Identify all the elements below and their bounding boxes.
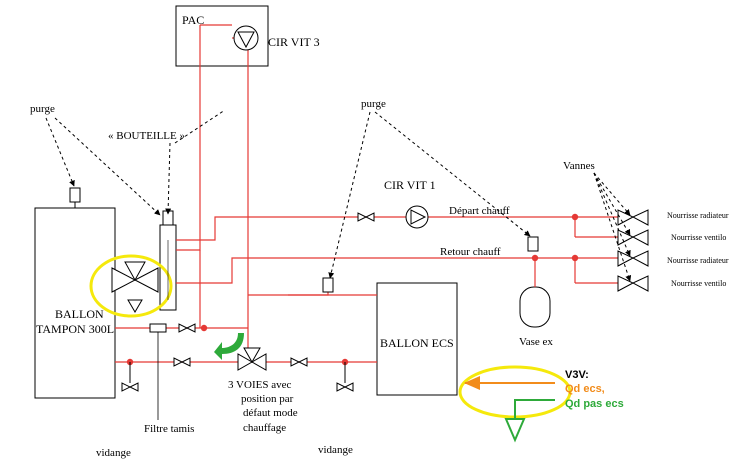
expansion-vessel xyxy=(519,286,551,328)
v3v-qd-ecs: Qd ecs, xyxy=(565,383,605,395)
ballon-ecs-tank xyxy=(376,282,458,396)
label-ballon-ecs: BALLON ECS xyxy=(380,336,454,350)
label-nourrisse-radiateur-2: Nourrisse radiateur xyxy=(667,256,729,265)
label-3-voies-2: position par xyxy=(241,393,294,405)
label-vidange-right: vidange xyxy=(318,444,353,456)
green-curved-arrow xyxy=(214,333,244,360)
label-purge-left: purge xyxy=(30,103,55,115)
highlight-circle-bottle xyxy=(89,254,173,318)
label-vidange-left: vidange xyxy=(96,447,131,459)
label-nourrisse-ventilo-1: Nourrisse ventilo xyxy=(671,233,726,242)
label-3-voies-4: chauffage xyxy=(243,422,286,434)
label-bouteille: « BOUTEILLE » xyxy=(108,130,185,142)
pump-cir-vit-3 xyxy=(233,25,259,51)
label-filtre-tamis: Filtre tamis xyxy=(144,423,194,435)
purge-pots xyxy=(69,187,539,293)
ballon-tampon-tank xyxy=(34,207,116,399)
label-vase-ex: Vase ex xyxy=(519,336,553,348)
label-cir-vit-3: CIR VIT 3 xyxy=(268,35,320,49)
label-3-voies-1: 3 VOIES avec xyxy=(228,379,291,391)
bottle-internal-valve xyxy=(111,261,159,313)
pointer-lines xyxy=(45,109,632,282)
label-vannes: Vannes xyxy=(563,160,595,172)
label-nourrisse-ventilo-2: Nourrisse ventilo xyxy=(671,279,726,288)
junction-dots xyxy=(126,213,579,366)
label-depart-chauff: Départ chauff xyxy=(449,205,510,217)
label-purge-right: purge xyxy=(361,98,386,110)
label-3-voies-3: défaut mode xyxy=(243,407,298,419)
pipework xyxy=(115,24,630,363)
three-way-valve xyxy=(237,347,267,371)
label-nourrisse-radiateur-1: Nourrisse radiateur xyxy=(667,211,729,220)
v3v-green-arrow xyxy=(504,399,555,443)
filtre-tamis xyxy=(149,323,167,333)
label-cir-vit-1: CIR VIT 1 xyxy=(384,178,436,192)
v3v-qd-pas-ecs: Qd pas ecs xyxy=(565,398,624,410)
label-ballon-tampon-1: BALLON xyxy=(55,307,104,321)
label-retour-chauff: Retour chauff xyxy=(440,246,501,258)
label-ballon-tampon-2: TAMPON 300L xyxy=(36,322,114,336)
v3v-orange-arrow xyxy=(464,376,555,390)
pump-cir-vit-1 xyxy=(405,205,429,229)
v3v-title: V3V: xyxy=(565,369,589,381)
label-pac: PAC xyxy=(182,13,204,27)
